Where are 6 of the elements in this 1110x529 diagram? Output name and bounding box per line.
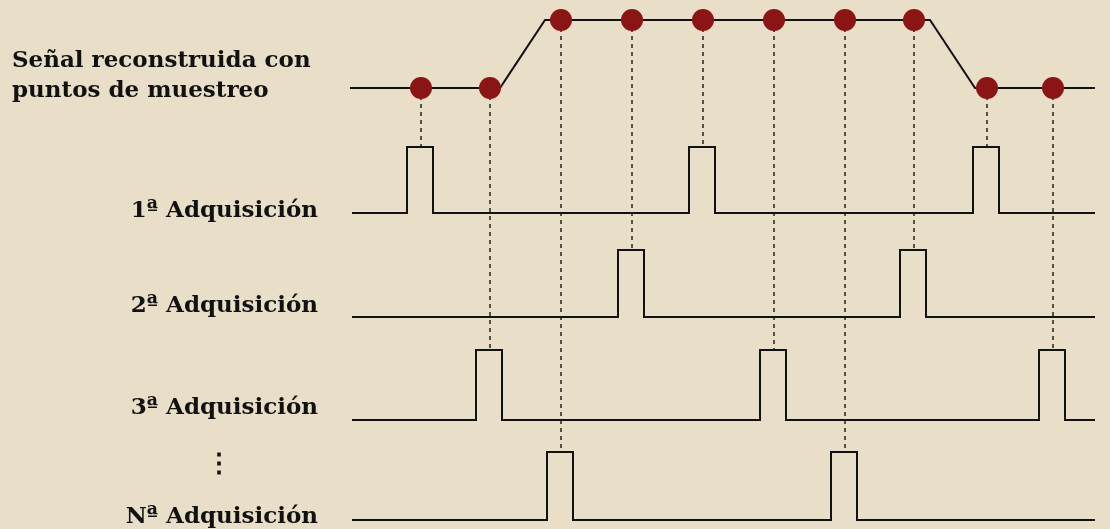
row-label: Nª Adquisición — [125, 500, 318, 529]
row-label: 3ª Adquisición — [130, 391, 318, 421]
signal-label: Señal reconstruida con puntos de muestreo — [12, 44, 312, 104]
row-label: 1ª Adquisición — [130, 194, 318, 224]
row-label: 2ª Adquisición — [130, 289, 318, 319]
ellipsis-mark: ⋮ — [206, 448, 232, 478]
